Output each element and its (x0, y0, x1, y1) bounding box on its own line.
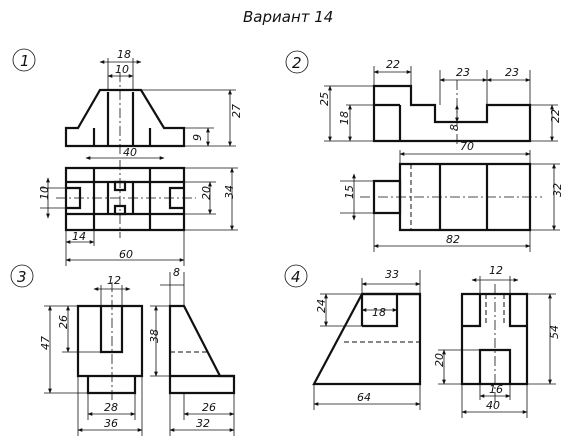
dim-82: 82 (446, 233, 460, 246)
side-view (160, 284, 236, 395)
dim-22: 22 (386, 58, 400, 71)
dim-23b: 23 (505, 66, 519, 79)
dim-40: 40 (123, 146, 137, 159)
problem-number-circle (285, 50, 309, 74)
front-view (372, 80, 532, 146)
problem-4: 4 33 24 18 64 (284, 264, 561, 418)
problem-number-circle (12, 48, 36, 72)
problem-2: 2 22 23 23 25 (285, 50, 564, 252)
dim-28: 28 (104, 401, 118, 414)
problem-1: 1 18 10 (12, 48, 243, 266)
dim-34: 34 (223, 185, 236, 199)
dim-25: 25 (318, 92, 331, 106)
dim-70: 70 (460, 140, 474, 153)
dim-8: 8 (448, 124, 461, 131)
top-view (360, 162, 542, 232)
dim-23a: 23 (456, 66, 470, 79)
dim-12: 12 (107, 274, 121, 287)
front-view (76, 282, 144, 402)
front-view (64, 72, 186, 156)
problem-number: 4 (291, 268, 301, 286)
dim-15: 15 (343, 185, 356, 199)
variant-title: Вариант 14 (243, 8, 333, 26)
dim-36: 36 (104, 417, 118, 430)
dim-18: 18 (117, 48, 131, 61)
top-view (56, 160, 196, 238)
problem-3: 3 12 8 47 26 38 (10, 264, 236, 436)
dim-16: 16 (489, 383, 503, 396)
dim-24: 24 (315, 299, 328, 313)
dim-26b: 26 (202, 401, 216, 414)
dim-26: 26 (57, 315, 70, 329)
dim-14: 14 (72, 230, 86, 243)
dim-64: 64 (357, 391, 371, 404)
dim-10: 10 (115, 63, 129, 76)
dim-22b: 22 (549, 109, 562, 123)
dim-18: 18 (338, 111, 351, 125)
dim-27: 27 (230, 104, 243, 118)
dim-33: 33 (385, 268, 399, 281)
problem-number: 2 (292, 54, 302, 72)
problem-number-circle (284, 264, 308, 288)
dim-60: 60 (119, 248, 133, 261)
dim-32: 32 (551, 183, 564, 197)
dim-10b: 10 (38, 186, 51, 200)
dim-18: 18 (372, 306, 386, 319)
dim-54: 54 (548, 325, 561, 339)
dim-12: 12 (489, 264, 503, 277)
dim-47: 47 (39, 336, 52, 350)
front-view (312, 292, 422, 386)
problem-number: 3 (17, 268, 27, 286)
dim-20: 20 (433, 353, 446, 367)
dim-32: 32 (196, 417, 210, 430)
problem-number: 1 (20, 52, 30, 70)
dim-9: 9 (191, 134, 204, 141)
dim-40: 40 (486, 399, 500, 412)
dim-38: 38 (148, 329, 161, 343)
dim-20: 20 (200, 186, 213, 200)
problem-number-circle (10, 264, 34, 288)
dim-8: 8 (173, 266, 180, 279)
